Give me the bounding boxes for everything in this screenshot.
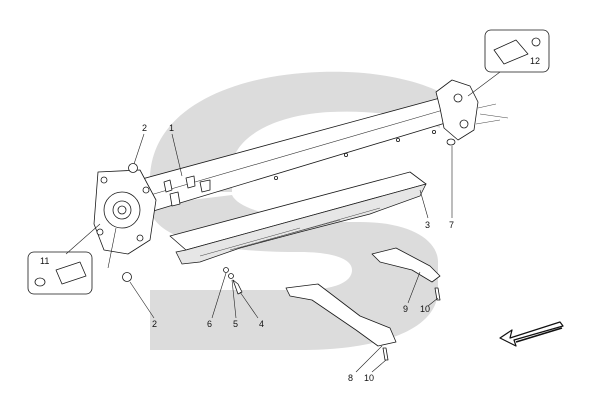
rear-bracket-stud-2 [475, 119, 501, 125]
leader-9 [407, 271, 421, 304]
leader-10a [427, 297, 439, 307]
bush-7-body [446, 138, 456, 146]
brace-8 [285, 283, 397, 347]
callout-3: 3 [425, 220, 430, 230]
callout-2-lower: 2 [152, 319, 157, 329]
leader-3 [419, 189, 429, 219]
leader-1 [171, 133, 183, 177]
leader-2b [129, 281, 155, 319]
front-flange-hole-3 [136, 234, 144, 242]
leader-11b [107, 227, 117, 269]
rear-bracket-hole-1 [453, 93, 463, 103]
leader-2a [133, 133, 145, 165]
leader-10b [371, 359, 387, 373]
washer-5 [228, 273, 234, 279]
heat-shield [169, 171, 427, 265]
spacer-nut-lower [122, 272, 132, 282]
callout-5: 5 [233, 319, 238, 329]
callout-10-upper: 10 [420, 304, 430, 314]
clip-7 [395, 137, 400, 142]
small-hardware [223, 267, 243, 295]
rear-bracket-stud-3 [479, 113, 509, 119]
direction-arrow-shadow [515, 327, 563, 343]
rear-bracket-stud-1 [477, 103, 497, 109]
washer-6 [223, 267, 229, 273]
callout-8: 8 [348, 373, 353, 383]
front-flange-hole-4 [96, 228, 104, 236]
spacer-nut-upper [128, 163, 138, 173]
screw-10-lower [382, 347, 389, 361]
lower-braces [285, 247, 441, 361]
leader-12 [467, 71, 501, 97]
callout-2-upper: 2 [142, 123, 147, 133]
inset-detail-11 [27, 251, 93, 295]
callout-7: 7 [449, 220, 454, 230]
inset-12-sleeve [493, 39, 529, 65]
brace-9 [371, 247, 441, 283]
clip-5 [273, 175, 278, 180]
leader-8 [355, 345, 383, 373]
tunnel-clips [163, 129, 436, 207]
callout-11: 11 [40, 256, 49, 266]
rear-bracket-hole-2 [459, 119, 469, 129]
inset-detail-12 [484, 29, 550, 73]
clip-3 [199, 179, 211, 193]
clip-8 [431, 129, 436, 134]
rear-bracket [435, 79, 509, 141]
front-flange-center [117, 205, 127, 215]
front-flange-hole-1 [100, 176, 108, 184]
leader-4 [239, 291, 259, 319]
direction-arrow-shape [499, 321, 564, 347]
front-flange-hole-2 [142, 186, 150, 194]
heat-shield-lower [175, 183, 427, 265]
heat-shield-texture-3 [259, 207, 381, 243]
clip-1 [163, 179, 173, 193]
callout-labels: 2 1 2 3 4 5 6 7 8 9 10 10 11 12 [40, 56, 540, 383]
arrow-down-left-icon [499, 321, 564, 347]
clip-4 [169, 191, 181, 207]
callout-6: 6 [207, 319, 212, 329]
callout-9: 9 [403, 304, 408, 314]
inset-11-sleeve [55, 261, 87, 285]
spacer-nuts [122, 163, 138, 282]
bolt-4 [232, 279, 243, 295]
leader-6 [211, 272, 227, 319]
callout-4: 4 [259, 319, 264, 329]
front-flange [93, 169, 157, 255]
screw-10-upper [434, 287, 441, 301]
rear-bracket-plate [435, 79, 479, 141]
leader-lines [65, 71, 501, 373]
callout-10-lower: 10 [364, 373, 374, 383]
inset-12-plug [531, 37, 541, 47]
leader-11a [65, 223, 101, 255]
clip-6 [343, 152, 348, 157]
clip-2 [185, 175, 196, 189]
heat-shield-texture-1 [199, 227, 301, 257]
inset-11-plug [34, 277, 46, 287]
bush-7 [446, 138, 456, 146]
callout-1: 1 [169, 123, 174, 133]
callout-12: 12 [530, 56, 540, 66]
leader-5 [231, 279, 237, 319]
